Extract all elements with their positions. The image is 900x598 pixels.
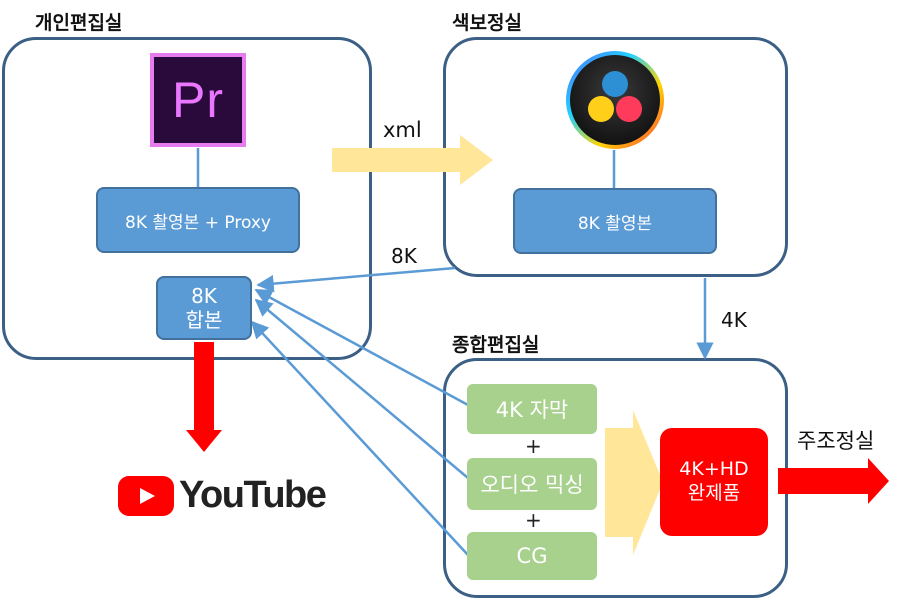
audio-mix-box: 오디오 믹싱	[467, 458, 597, 510]
section-title-personal-edit: 개인편집실	[35, 12, 123, 34]
subtitle-to-master-arrow	[254, 288, 469, 407]
final-product-line2: 완제품	[687, 482, 741, 504]
premiere-icon-text: Pr	[172, 72, 224, 128]
adobe-premiere-pro-icon: Pr	[150, 53, 246, 147]
cg-box: CG	[467, 532, 597, 580]
audio-to-master-arrow	[254, 298, 469, 479]
master-8k-line2: 합본	[185, 308, 223, 332]
section-title-integrated-edit: 종합편집실	[452, 334, 540, 356]
return-8k-label: 8K	[391, 244, 417, 268]
master-8k-box: 8K 합본	[156, 276, 252, 340]
to-youtube-arrow	[186, 342, 222, 452]
merge-arrow	[605, 410, 663, 555]
xml-label: xml	[383, 118, 422, 142]
plus-sign-1: +	[525, 434, 542, 458]
plus-sign-2: +	[525, 508, 542, 532]
final-product-line1: 4K+HD	[679, 458, 749, 481]
to-master-control-arrow	[778, 458, 889, 504]
connector-layer	[186, 135, 889, 556]
color-footage-box: 8K 촬영본	[513, 188, 717, 254]
proxy-footage-box: 8K 촬영본 + Proxy	[96, 187, 300, 253]
youtube-wordmark: YouTube	[179, 474, 327, 516]
youtube-play-icon	[118, 475, 174, 516]
return-8k-arrow	[256, 266, 456, 293]
master-8k-line1: 8K	[191, 284, 217, 308]
subtitle-4k-box: 4K 자막	[467, 384, 597, 434]
davinci-resolve-icon	[563, 50, 667, 150]
final-product-box: 4K+HD 완제품	[660, 428, 768, 536]
down-4k-label: 4K	[721, 308, 747, 332]
section-title-color-grading: 색보정실	[452, 12, 522, 34]
cg-to-master-arrow	[250, 320, 469, 556]
master-control-label: 주조정실	[797, 429, 875, 453]
youtube-logo: YouTube	[118, 474, 327, 517]
xml-transfer-arrow	[332, 135, 493, 185]
